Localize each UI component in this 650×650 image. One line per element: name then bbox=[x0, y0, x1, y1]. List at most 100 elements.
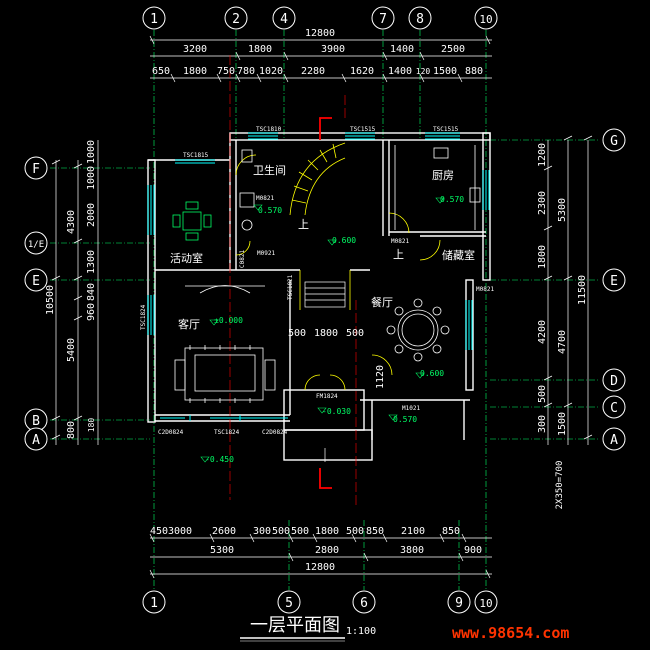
dim-top-row1: 2500 bbox=[441, 44, 465, 55]
window-tag: M0821 bbox=[476, 286, 494, 293]
dim-right-col1: 5300 bbox=[557, 198, 568, 222]
axis-top-label: 7 bbox=[379, 12, 387, 27]
dim-inner: 1120 bbox=[375, 365, 386, 389]
room-label-activity: 活动室 bbox=[170, 251, 203, 265]
axis-top-label: 2 bbox=[232, 12, 240, 27]
dim-top-row1: 3200 bbox=[183, 44, 207, 55]
level-mark-porch: -0.030 bbox=[317, 407, 351, 416]
svg-text:±0.000: ±0.000 bbox=[214, 316, 243, 325]
dim-bottom-row1: 450 bbox=[150, 526, 168, 537]
axis-left-label: 1/E bbox=[28, 240, 44, 250]
axis-right-label: C bbox=[610, 401, 618, 416]
fireplace bbox=[185, 285, 265, 294]
sofa-set bbox=[174, 345, 276, 403]
dim-left-col2: 2000 bbox=[86, 203, 97, 227]
dim-right-col1: 1500 bbox=[557, 412, 568, 436]
axis-left-label: E bbox=[32, 274, 40, 289]
dim-bottom-row1: 850 bbox=[442, 526, 460, 537]
dim-right-col1: 4700 bbox=[557, 330, 568, 354]
section-lines bbox=[229, 55, 357, 505]
dim-left-col2: 840 bbox=[86, 283, 97, 301]
stair-note: 2X350=700 bbox=[555, 461, 565, 510]
window-tag: TSC1810 bbox=[256, 126, 282, 133]
room-label-bathroom: 卫生间 bbox=[253, 163, 286, 177]
dim-bottom-row1: 500 bbox=[291, 526, 309, 537]
level-mark-living: ±0.000 bbox=[209, 316, 243, 326]
dim-inner: 500 bbox=[346, 328, 364, 339]
section-markers bbox=[319, 117, 332, 489]
dim-top-row2: 1500 bbox=[433, 66, 457, 77]
svg-text:0.570: 0.570 bbox=[258, 206, 282, 215]
door-tag: FM1824 bbox=[316, 393, 338, 400]
dim-top-total: 12800 bbox=[305, 28, 335, 39]
door-tag: M0821 bbox=[391, 238, 409, 245]
axis-bubbles bbox=[24, 6, 626, 614]
level-mark-hall: 0.600 bbox=[327, 236, 356, 246]
level-mark-dining: 0.600 bbox=[415, 369, 444, 379]
activity-table bbox=[172, 201, 212, 241]
svg-text:0.570: 0.570 bbox=[393, 415, 417, 424]
dim-bottom-row2: 5300 bbox=[210, 545, 234, 556]
dim-left-col2: 1000 bbox=[86, 166, 97, 190]
doors bbox=[235, 154, 441, 391]
bathroom-fixtures bbox=[239, 149, 255, 231]
dim-bottom-row1: 300 bbox=[253, 526, 271, 537]
axis-top-label: 4 bbox=[280, 12, 288, 27]
axis-bottom-label: 10 bbox=[479, 597, 492, 610]
axis-right-label: D bbox=[610, 374, 618, 389]
axis-left-label: A bbox=[32, 433, 40, 448]
axis-right-label: G bbox=[610, 134, 618, 149]
dim-right-col2: 300 bbox=[537, 415, 548, 433]
dim-top-row1: 1400 bbox=[390, 44, 414, 55]
dim-right-total: 11500 bbox=[577, 275, 588, 305]
axis-top-label: 8 bbox=[416, 12, 424, 27]
dim-left-col1: 4300 bbox=[66, 210, 77, 234]
dim-bottom-row1: 500 bbox=[272, 526, 290, 537]
window-tag: TSC1515 bbox=[433, 126, 459, 133]
room-label-kitchen: 厨房 bbox=[432, 169, 454, 182]
dim-right-col2: 2300 bbox=[537, 191, 548, 215]
door-tag: M1021 bbox=[402, 405, 420, 412]
svg-text:-0.030: -0.030 bbox=[322, 407, 351, 416]
door-tag: M0921 bbox=[257, 250, 275, 257]
level-mark-bath: 0.570 bbox=[253, 204, 282, 215]
dim-bottom-row1: 2100 bbox=[401, 526, 425, 537]
dim-top-row2: 1020 bbox=[259, 66, 283, 77]
watermark: www.98654.com bbox=[452, 624, 569, 642]
dim-left-col2: 180 bbox=[87, 418, 96, 433]
door-tag: M0821 bbox=[256, 195, 274, 202]
window-tag: TSC1815 bbox=[183, 152, 209, 159]
axis-top-label: 10 bbox=[479, 13, 492, 26]
dim-top-row1: 1800 bbox=[248, 44, 272, 55]
dimension-lines bbox=[51, 35, 593, 579]
door-tag: C0821 bbox=[239, 250, 246, 268]
axis-right-label: E bbox=[610, 274, 618, 289]
drawing-scale: 1:100 bbox=[346, 626, 376, 637]
dim-left-col2: 960 bbox=[86, 303, 97, 321]
stair-up-label: 上 bbox=[298, 218, 309, 231]
dim-right-col2: 500 bbox=[537, 385, 548, 403]
dim-right-col2: 1200 bbox=[537, 143, 548, 167]
window-tag: TSC1824 bbox=[140, 304, 147, 330]
svg-text:0.600: 0.600 bbox=[332, 236, 356, 245]
axis-bottom-label: 9 bbox=[455, 596, 463, 611]
dim-bottom-row1: 2600 bbox=[212, 526, 236, 537]
dim-top-row2: 650 bbox=[152, 66, 170, 77]
dim-bottom-row2: 3800 bbox=[400, 545, 424, 556]
dim-bottom-total: 12800 bbox=[305, 562, 335, 573]
dim-bottom-row1: 3000 bbox=[168, 526, 192, 537]
drawing-title: 一层平面图 bbox=[250, 615, 340, 636]
dim-bottom-row2: 900 bbox=[464, 545, 482, 556]
dim-right-col2: 4200 bbox=[537, 320, 548, 344]
dim-bottom-row1: 850 bbox=[366, 526, 384, 537]
entrance-steps bbox=[304, 281, 346, 462]
window-tag: TSC1824 bbox=[214, 429, 240, 436]
axis-grid bbox=[50, 30, 600, 590]
axis-top-label: 1 bbox=[150, 12, 158, 27]
dim-top-row2: 1800 bbox=[183, 66, 207, 77]
dim-left-col2: 1000 bbox=[86, 140, 97, 164]
window-tag: C2D0824 bbox=[262, 429, 288, 436]
dim-bottom-row1: 1800 bbox=[315, 526, 339, 537]
axis-left-label: B bbox=[32, 414, 40, 429]
dim-inner: 500 bbox=[288, 328, 306, 339]
